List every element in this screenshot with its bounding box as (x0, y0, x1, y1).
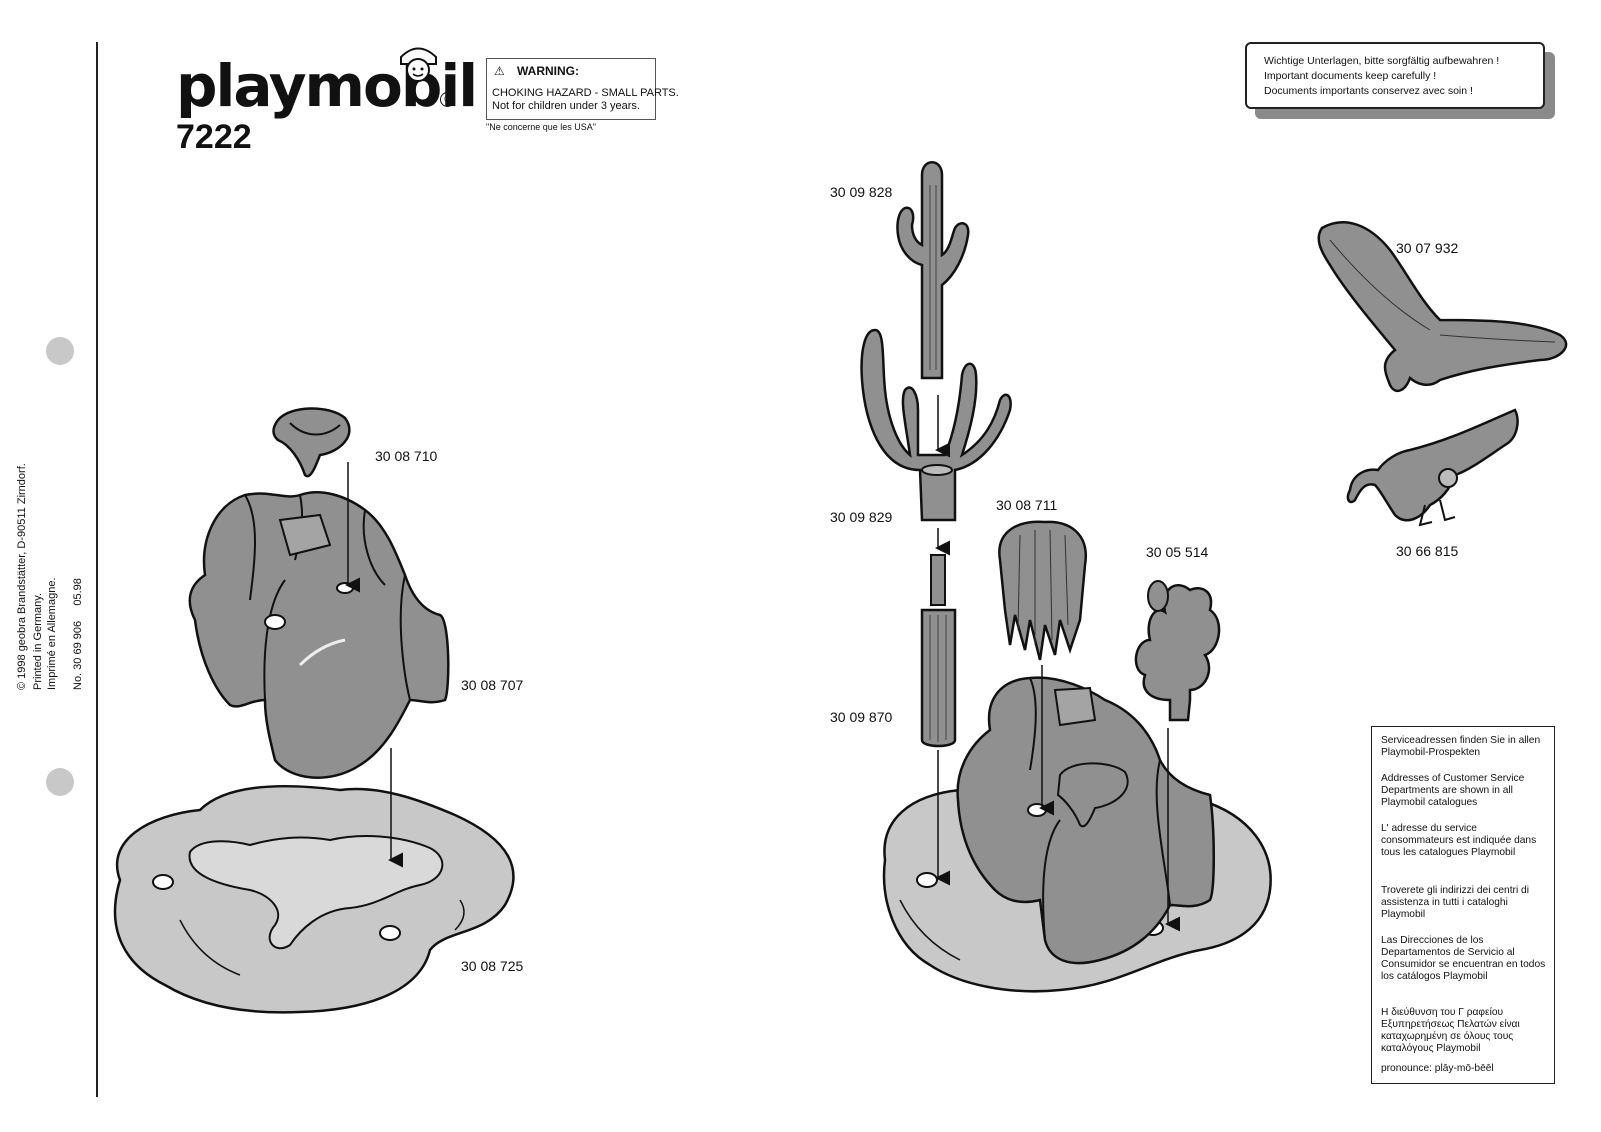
vulture-30-66-815 (1346, 408, 1519, 527)
part-number-base: 30 08 725 (461, 958, 524, 974)
service-text-es: Las Direcciones de los Departamentos de … (1381, 935, 1546, 982)
warning-box: ⚠ WARNING: CHOKING HAZARD - SMALL PARTS.… (486, 58, 679, 120)
model-number: 7222 (176, 118, 252, 156)
notice-line-en: Important documents keep carefully ! (1264, 70, 1437, 82)
part-number-prickly-pear: 30 05 514 (1146, 544, 1209, 560)
warning-triangle-icon: ⚠ (494, 64, 505, 78)
notice-line-fr: Documents importants conservez avec soin… (1264, 85, 1473, 97)
pronunciation: pronounce: plāy-mō-bēēl (1381, 1063, 1494, 1074)
warning-line-1: CHOKING HAZARD - SMALL PARTS. (492, 87, 679, 99)
punch-hole-top (46, 337, 74, 365)
base-plate-30-08-725 (113, 784, 515, 1014)
assembled-rock (956, 676, 1215, 965)
part-number-palm-bush: 30 08 711 (996, 497, 1058, 513)
rock-30-08-707 (188, 491, 450, 779)
saguaro-trunk-30-09-870 (920, 554, 957, 748)
rock-cap-30-08-710 (272, 407, 351, 478)
warning-body: CHOKING HAZARD - SMALL PARTS. Not for ch… (492, 87, 679, 113)
palm-bush-30-08-711 (998, 520, 1088, 661)
keep-documents-notice: Wichtige Unterlagen, bitte sorgfältig au… (1245, 42, 1545, 109)
part-number-rock: 30 08 707 (461, 677, 524, 693)
part-number-rock-cap: 30 08 710 (375, 448, 438, 464)
logo-figure-icon (400, 47, 437, 82)
eagle-30-07-932 (1317, 221, 1568, 393)
prickly-pear-30-05-514 (1134, 580, 1221, 722)
service-text-it: Troverete gli indirizzi dei centri di as… (1381, 885, 1529, 920)
registered-mark: ® (440, 92, 455, 107)
part-number-eagle: 30 07 932 (1396, 240, 1459, 256)
part-number-saguaro-arms: 30 09 829 (830, 509, 893, 525)
fold-line (96, 42, 98, 1097)
part-number-vulture: 30 66 815 (1396, 543, 1459, 559)
notice-line-de: Wichtige Unterlagen, bitte sorgfältig au… (1264, 55, 1500, 67)
service-info-box: Serviceadressen finden Sie in allen Play… (1371, 726, 1555, 1084)
warning-line-2: Not for children under 3 years. (492, 100, 640, 112)
part-number-saguaro-trunk: 30 09 870 (830, 709, 893, 725)
punch-hole-bottom (46, 768, 74, 796)
service-text-en: Addresses of Customer Service Department… (1381, 773, 1525, 808)
warning-note: "Ne concerne que les USA" (486, 122, 596, 132)
service-text-fr: L' adresse du service consommateurs est … (1381, 823, 1537, 858)
service-text-el: Η διεύθυνση του Γ ραφείου Εξυπηρετήσεως … (1381, 1007, 1520, 1054)
warning-title: WARNING: (517, 64, 579, 78)
part-number-saguaro-top: 30 09 828 (830, 184, 893, 200)
service-text-de: Serviceadressen finden Sie in allen Play… (1381, 735, 1541, 758)
saguaro-top-30-09-828 (896, 161, 970, 380)
